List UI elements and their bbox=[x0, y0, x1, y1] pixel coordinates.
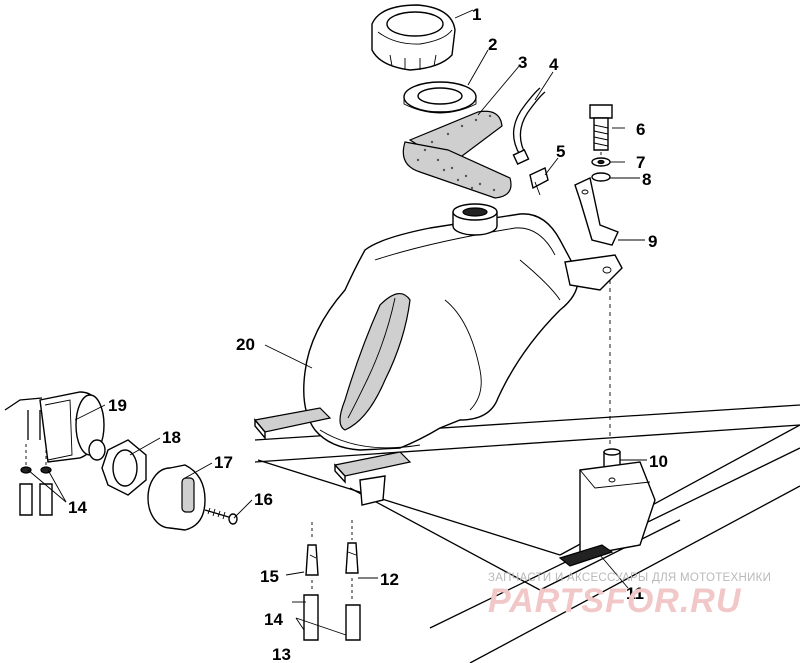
valve-gasket bbox=[101, 439, 147, 496]
callout-12: 12 bbox=[380, 570, 399, 589]
fuel-tank bbox=[303, 203, 623, 451]
callout-14a: 14 bbox=[68, 498, 87, 517]
lower-fittings bbox=[303, 520, 361, 641]
callout-4: 4 bbox=[549, 55, 559, 74]
mount-bolt bbox=[589, 104, 613, 151]
vent-hose bbox=[512, 87, 546, 165]
mounting-pads bbox=[253, 407, 412, 506]
callout-8: 8 bbox=[642, 170, 651, 189]
callout-13: 13 bbox=[272, 645, 291, 663]
callout-17: 17 bbox=[214, 453, 233, 472]
callout-19: 19 bbox=[108, 396, 127, 415]
fuel-lines-left bbox=[19, 444, 53, 516]
callout-3: 3 bbox=[518, 53, 527, 72]
callout-11: 11 bbox=[626, 584, 644, 603]
callout-10: 10 bbox=[649, 452, 668, 471]
callout-20: 20 bbox=[236, 335, 255, 354]
callout-16: 16 bbox=[254, 490, 273, 509]
callout-6: 6 bbox=[636, 120, 645, 139]
valve-plate bbox=[147, 464, 206, 531]
callout-numbers: 1 2 3 4 5 6 7 8 9 10 11 12 13 14 15 16 1… bbox=[68, 5, 668, 663]
callout-5: 5 bbox=[556, 142, 565, 161]
washer-7 bbox=[591, 157, 611, 167]
callout-18: 18 bbox=[162, 428, 181, 447]
callout-9: 9 bbox=[648, 232, 657, 251]
washer-8 bbox=[591, 172, 611, 182]
bracket-9 bbox=[574, 176, 619, 246]
callout-1: 1 bbox=[472, 5, 481, 24]
screw bbox=[204, 507, 238, 525]
callout-14b: 14 bbox=[264, 610, 283, 629]
warning-decal bbox=[558, 544, 614, 567]
fuel-cap bbox=[371, 4, 456, 71]
cap-gasket bbox=[403, 81, 477, 114]
vent-foam bbox=[402, 110, 512, 199]
callout-2: 2 bbox=[488, 35, 497, 54]
leader-lines bbox=[27, 9, 647, 636]
fuel-valve bbox=[4, 391, 106, 463]
watermark-brand: PARTSFOR.RU bbox=[488, 582, 742, 620]
callout-15: 15 bbox=[260, 567, 279, 586]
frame-bracket bbox=[579, 461, 656, 557]
vent-fitting bbox=[529, 167, 549, 196]
watermark-tagline: ЗАПЧАСТИ И АКСЕССУАРЫ ДЛЯ МОТОТЕХНИКИ bbox=[488, 572, 771, 584]
callout-7: 7 bbox=[636, 153, 645, 172]
watermark: PARTSFOR.RU ЗАПЧАСТИ И АКСЕССУАРЫ ДЛЯ МО… bbox=[488, 572, 771, 620]
